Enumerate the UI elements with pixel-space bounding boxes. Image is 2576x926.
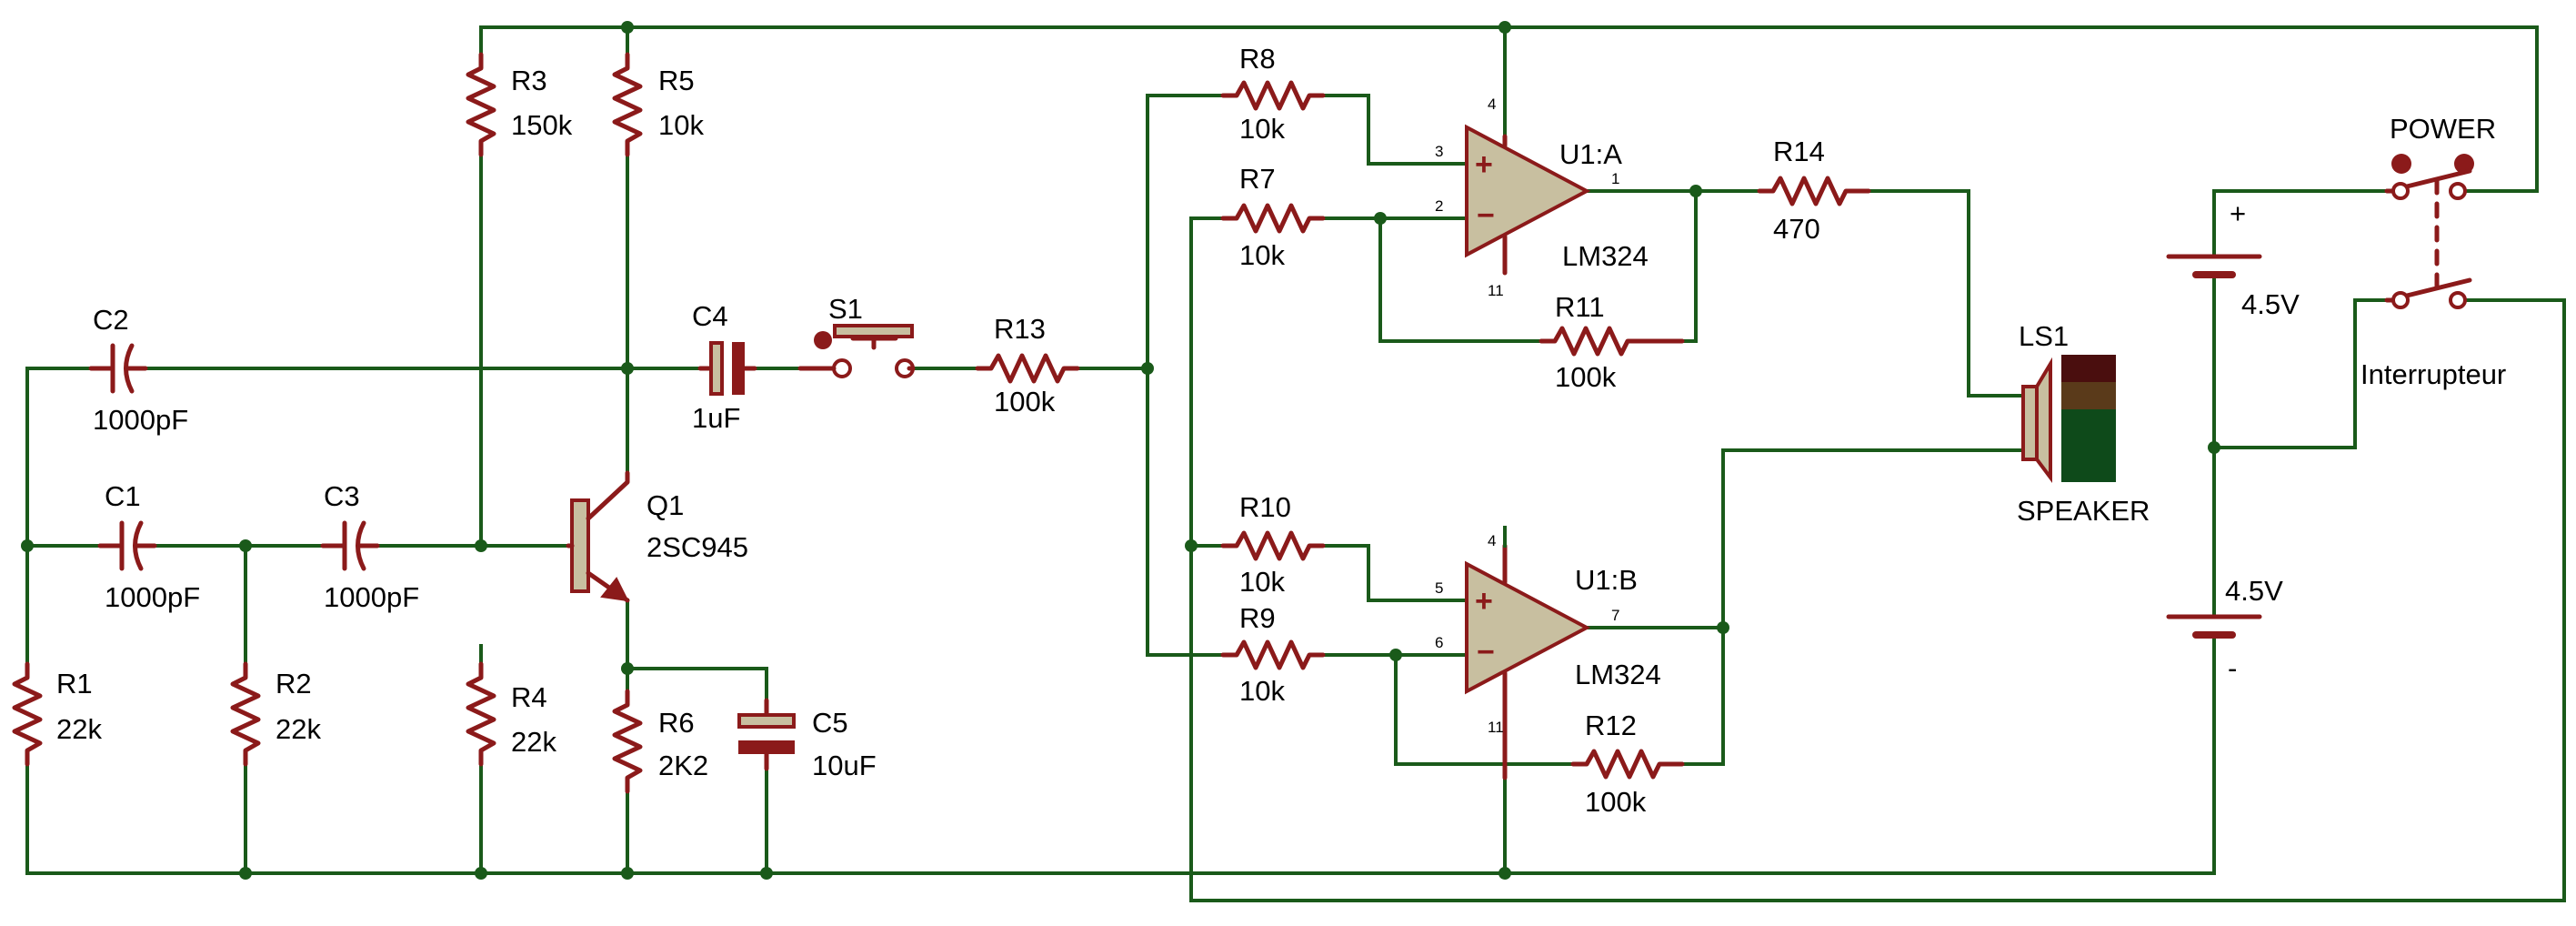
c1-value: 1000pF (105, 581, 200, 613)
r9-ref: R9 (1239, 602, 1276, 634)
c4-ref: C4 (692, 300, 728, 332)
r3-value: 150k (511, 109, 573, 141)
capacitor-c4 (697, 341, 757, 396)
r9-value: 10k (1239, 675, 1285, 707)
u1a-pin-plus: 3 (1435, 143, 1443, 160)
c3-value: 1000pF (324, 581, 419, 613)
u1a-pin-minus: 2 (1435, 197, 1443, 215)
r13-ref: R13 (994, 313, 1046, 345)
battery-top-plus: + (2230, 197, 2246, 229)
r14-value: 470 (1773, 213, 1820, 245)
ls1-ref: LS1 (2019, 320, 2069, 352)
resistor-r2 (230, 661, 261, 767)
c2-value: 1000pF (93, 404, 188, 436)
r4-value: 22k (511, 726, 556, 758)
wires (25, 25, 2566, 902)
opamp-u1b: + − (1465, 543, 1591, 780)
resistor-r1 (12, 661, 43, 767)
battery-bottom (2166, 614, 2262, 639)
resistor-r8 (1220, 80, 1326, 111)
switch-name: POWER (2390, 113, 2496, 145)
r5-value: 10k (658, 109, 704, 141)
resistor-r14 (1757, 176, 1871, 206)
transistor-q1 (566, 470, 630, 603)
c5-value: 10uF (812, 750, 877, 781)
resistor-r11 (1539, 326, 1685, 357)
resistor-r13 (975, 353, 1080, 384)
opamp-u1b-minus: − (1477, 635, 1495, 669)
u1a-pin-vcc: 4 (1488, 96, 1496, 113)
ls1-value: SPEAKER (2017, 495, 2150, 527)
r1-value: 22k (56, 713, 102, 745)
resistor-r5 (612, 52, 643, 157)
opamp-u1b-plus: + (1475, 584, 1493, 619)
r1-ref: R1 (56, 668, 93, 700)
battery-top-value: 4.5V (2241, 288, 2300, 320)
capacitor-c1 (97, 520, 157, 571)
resistor-r7 (1220, 203, 1326, 234)
r7-value: 10k (1239, 239, 1285, 271)
opamp-u1a-minus: − (1477, 198, 1495, 233)
labels: C2 1000pF C1 1000pF C3 1000pF R1 22k R2 … (56, 43, 2506, 818)
u1a-ref: U1:A (1559, 138, 1622, 170)
capacitor-c2 (88, 343, 148, 394)
q1-ref: Q1 (647, 489, 684, 521)
u1a-value: LM324 (1562, 240, 1649, 272)
c1-ref: C1 (105, 480, 141, 512)
resistor-r12 (1570, 749, 1685, 780)
r11-ref: R11 (1555, 291, 1605, 323)
u1b-pin-plus: 5 (1435, 579, 1443, 597)
r3-ref: R3 (511, 65, 547, 96)
u1b-value: LM324 (1575, 659, 1661, 690)
junctions (21, 21, 2220, 880)
power-switch (2384, 154, 2474, 309)
r12-value: 100k (1585, 786, 1647, 818)
resistor-r6 (612, 689, 643, 794)
s1-ref: S1 (828, 293, 863, 325)
q1-value: 2SC945 (647, 531, 748, 563)
r14-ref: R14 (1773, 136, 1825, 167)
resistor-r4 (466, 661, 496, 767)
r2-value: 22k (276, 713, 321, 745)
resistor-r10 (1220, 530, 1326, 561)
u1b-pin-gnd: 11 (1488, 719, 1504, 736)
r10-value: 10k (1239, 566, 1285, 598)
u1a-pin-gnd: 11 (1488, 282, 1504, 299)
r12-ref: R12 (1585, 710, 1637, 741)
capacitor-c5 (737, 698, 796, 771)
resistor-r3 (466, 52, 496, 157)
battery-bottom-minus: - (2228, 652, 2237, 684)
push-button-s1 (797, 324, 916, 378)
c4-value: 1uF (692, 402, 740, 434)
c5-ref: C5 (812, 707, 848, 739)
capacitor-c3 (320, 520, 380, 571)
resistor-r9 (1220, 639, 1326, 670)
u1b-pin-vcc: 4 (1488, 532, 1496, 549)
opamp-u1a: + − (1465, 124, 1591, 276)
battery-top (2166, 254, 2262, 278)
r2-ref: R2 (276, 668, 312, 700)
speaker-ls1 (2021, 355, 2116, 483)
r7-ref: R7 (1239, 163, 1276, 195)
r6-value: 2K2 (658, 750, 708, 781)
r4-ref: R4 (511, 681, 547, 713)
u1b-pin-out: 7 (1611, 607, 1619, 624)
u1b-ref: U1:B (1575, 564, 1638, 596)
r6-ref: R6 (658, 707, 695, 739)
r5-ref: R5 (658, 65, 695, 96)
u1a-pin-out: 1 (1611, 170, 1619, 187)
battery-bottom-value: 4.5V (2225, 575, 2283, 607)
c3-ref: C3 (324, 480, 360, 512)
opamp-u1a-plus: + (1475, 147, 1493, 182)
r11-value: 100k (1555, 361, 1617, 393)
r10-ref: R10 (1239, 491, 1291, 523)
r8-value: 10k (1239, 113, 1285, 145)
switch-label: Interrupteur (2360, 358, 2506, 390)
u1b-pin-minus: 6 (1435, 634, 1443, 651)
r8-ref: R8 (1239, 43, 1276, 75)
c2-ref: C2 (93, 304, 129, 336)
r13-value: 100k (994, 386, 1056, 418)
